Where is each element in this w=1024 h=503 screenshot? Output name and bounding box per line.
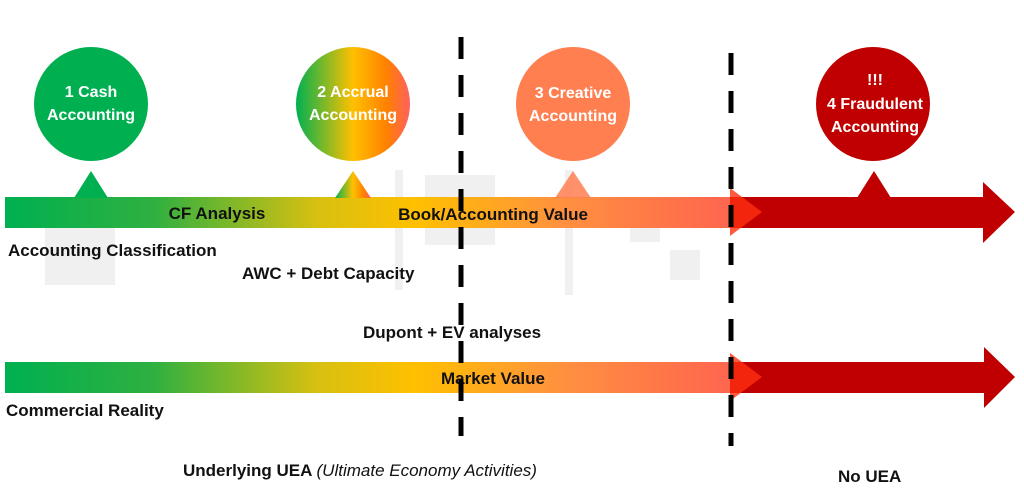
no-uea-label: No UEA xyxy=(838,467,901,486)
svg-text:!!!: !!! xyxy=(867,72,883,89)
underlying-uea-label: Underlying UEA (Ultimate Economy Activit… xyxy=(183,461,537,480)
underlying-uea-note: (Ultimate Economy Activities) xyxy=(317,461,537,480)
book-value-label: Book/Accounting Value xyxy=(398,205,588,224)
commercial-reality-label: Commercial Reality xyxy=(6,401,164,420)
book-value-bar: CF Analysis Book/Accounting Value xyxy=(5,182,1015,243)
stage-4-pointer xyxy=(857,171,891,198)
svg-text:1 Cash: 1 Cash xyxy=(65,84,117,101)
stage-1-circle: 1 Cash Accounting xyxy=(34,47,148,161)
svg-text:2 Accrual: 2 Accrual xyxy=(317,84,388,101)
svg-text:4 Fraudulent: 4 Fraudulent xyxy=(827,96,924,113)
awc-label: AWC + Debt Capacity xyxy=(242,264,415,283)
svg-text:Accounting: Accounting xyxy=(47,107,135,124)
accounting-classification-label: Accounting Classification xyxy=(8,241,217,260)
market-value-label: Market Value xyxy=(441,369,545,388)
svg-text:Accounting: Accounting xyxy=(529,108,617,125)
cf-analysis-label: CF Analysis xyxy=(169,204,266,223)
svg-text:3 Creative: 3 Creative xyxy=(535,85,612,102)
stage-2-circle: 2 Accrual Accounting xyxy=(296,47,410,161)
fraud-arrow xyxy=(730,182,1015,243)
stage-1-pointer xyxy=(74,171,108,198)
dupont-label: Dupont + EV analyses xyxy=(363,323,541,342)
stage-3-circle: 3 Creative Accounting xyxy=(516,47,630,161)
stage-3-pointer xyxy=(555,171,591,198)
svg-text:Accounting: Accounting xyxy=(831,119,919,136)
stage-2-pointer xyxy=(335,171,371,198)
svg-text:Accounting: Accounting xyxy=(309,107,397,124)
stage-4-circle: !!! 4 Fraudulent Accounting xyxy=(816,47,930,161)
market-value-bar: Market Value xyxy=(5,347,1015,408)
